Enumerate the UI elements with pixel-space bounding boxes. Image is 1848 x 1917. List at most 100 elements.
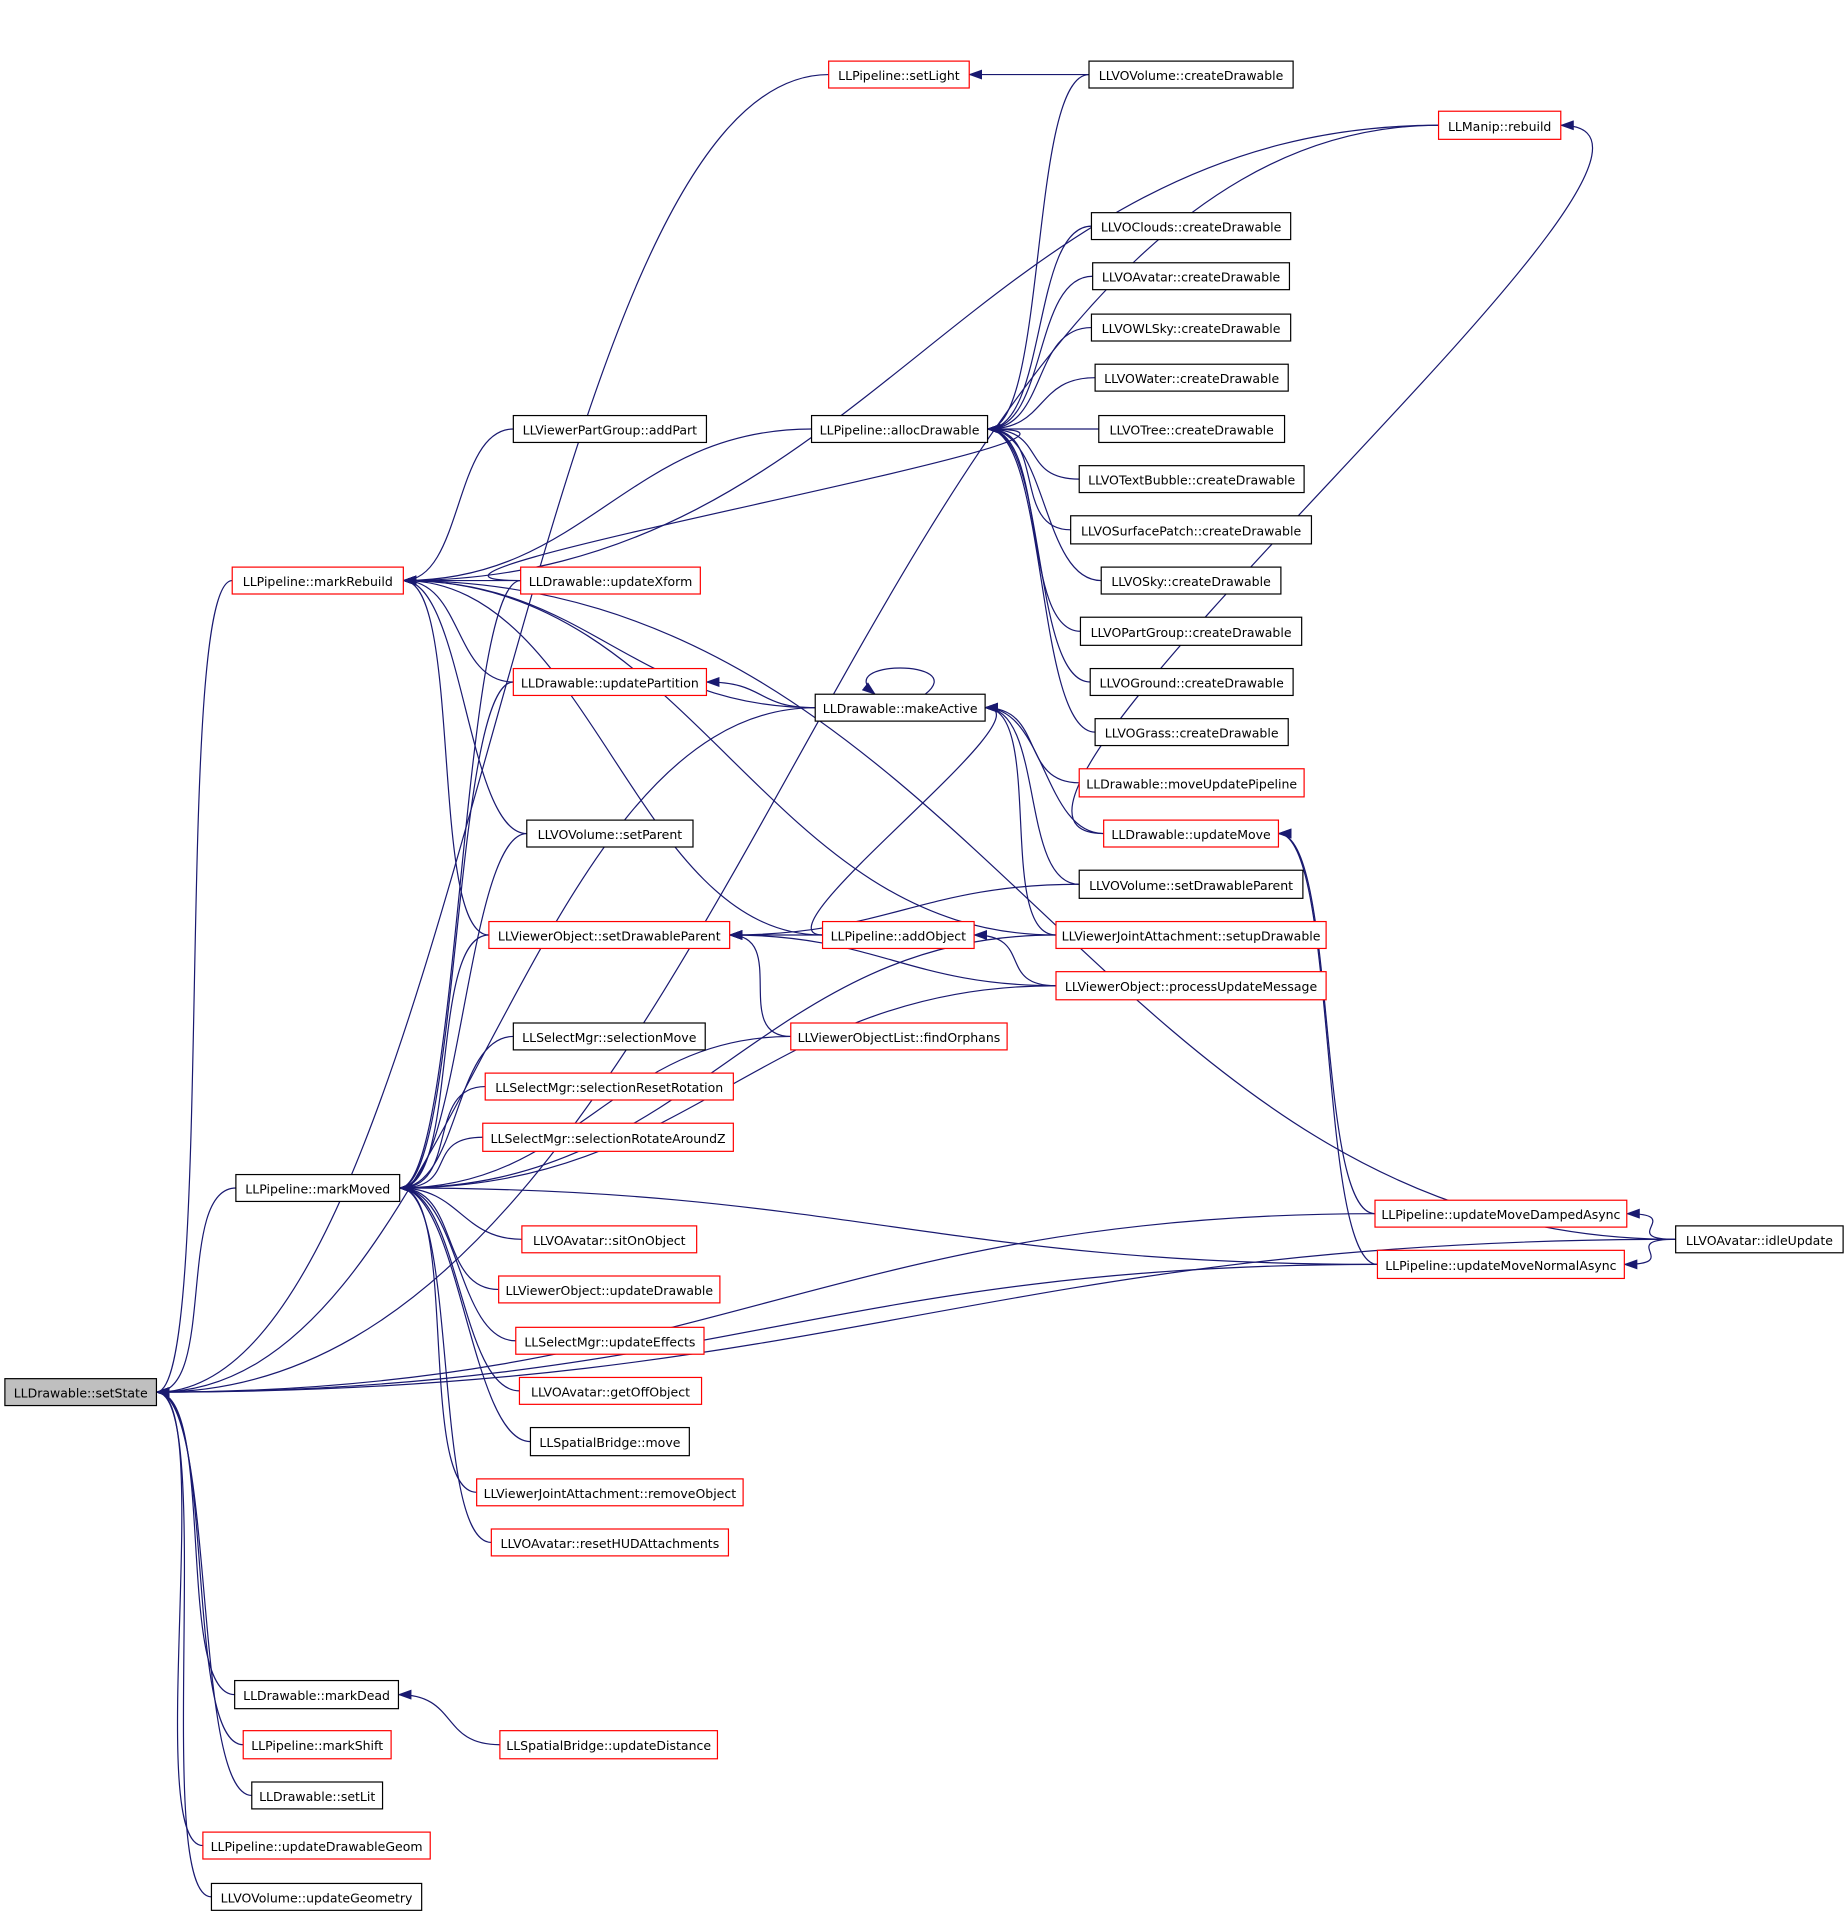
node-partGroupCreate[interactable]: LLVOPartGroup::createDrawable xyxy=(1079,616,1303,646)
node-cloudsCreate[interactable]: LLVOClouds::createDrawable xyxy=(1090,212,1292,241)
node-label: LLPipeline::updateMoveDampedAsync xyxy=(1381,1207,1620,1222)
edge-textBubbleCreate-to-allocDrawable xyxy=(986,424,1080,480)
edge-idleUpdate-to-setState xyxy=(155,1238,1676,1398)
edge-idleUpdate-to-markRebuild xyxy=(402,575,1676,1240)
node-getOffObject[interactable]: LLVOAvatar::getOffObject xyxy=(518,1376,703,1405)
node-allocDrawable[interactable]: LLPipeline::allocDrawable xyxy=(810,414,989,444)
node-label: LLVOTextBubble::createDrawable xyxy=(1088,473,1295,488)
node-label: LLSelectMgr::selectionResetRotation xyxy=(495,1080,723,1095)
node-idleUpdate[interactable]: LLVOAvatar::idleUpdate xyxy=(1675,1225,1844,1254)
node-wlskyCreate[interactable]: LLVOWLSky::createDrawable xyxy=(1090,313,1292,342)
edge-vovSetDrawableParent-to-voSetDrawableParent xyxy=(728,883,1080,940)
node-label: LLPipeline::markShift xyxy=(251,1738,383,1753)
edge-findOrphans-to-markMoved xyxy=(398,1035,791,1193)
edge-allocDrawable-to-markRebuild xyxy=(402,428,812,586)
node-updateDrawableGeom[interactable]: LLPipeline::updateDrawableGeom xyxy=(202,1831,431,1860)
node-findOrphans[interactable]: LLViewerObjectList::findOrphans xyxy=(790,1022,1008,1051)
edge-updateDrawableGeom-to-setState xyxy=(155,1387,203,1847)
edge-updateMove-to-manipRebuild xyxy=(1071,120,1594,835)
edge-manipRebuild-to-markRebuild xyxy=(402,124,1439,586)
node-label: LLVOGrass::createDrawable xyxy=(1105,726,1279,741)
node-manipRebuild[interactable]: LLManip::rebuild xyxy=(1437,110,1562,140)
node-box xyxy=(1094,363,1289,392)
node-label: LLDrawable::setState xyxy=(14,1386,148,1401)
node-grassCreate[interactable]: LLVOGrass::createDrawable xyxy=(1094,718,1289,747)
node-skyCreate[interactable]: LLVOSky::createDrawable xyxy=(1100,566,1282,595)
edge-markRebuild-to-setState xyxy=(155,579,233,1397)
node-updateMove[interactable]: LLDrawable::updateMove xyxy=(1103,819,1280,848)
node-markDead[interactable]: LLDrawable::markDead xyxy=(234,1679,400,1710)
node-vovSetDrawableParent[interactable]: LLVOVolume::setDrawableParent xyxy=(1078,869,1304,899)
node-setLight[interactable]: LLPipeline::setLight xyxy=(828,60,970,89)
node-markRebuild[interactable]: LLPipeline::markRebuild xyxy=(231,566,404,595)
node-moveUpdatePipeline[interactable]: LLDrawable::moveUpdatePipeline xyxy=(1078,768,1305,798)
node-box xyxy=(810,414,989,444)
node-label: LLPipeline::updateMoveNormalAsync xyxy=(1385,1258,1616,1273)
node-label: LLPipeline::updateDrawableGeom xyxy=(211,1839,423,1854)
node-box xyxy=(242,1730,392,1760)
edge-vovSetDrawableParent-to-makeActive xyxy=(984,702,1080,885)
node-setLit[interactable]: LLDrawable::setLit xyxy=(251,1781,384,1810)
node-label: LLSelectMgr::updateEffects xyxy=(524,1334,695,1349)
node-addPart[interactable]: LLViewerPartGroup::addPart xyxy=(512,414,708,444)
node-label: LLSelectMgr::selectionRotateAroundZ xyxy=(491,1131,726,1146)
node-voSetDrawableParent[interactable]: LLViewerObject::setDrawableParent xyxy=(488,920,731,950)
node-avatarCreate[interactable]: LLVOAvatar::createDrawable xyxy=(1092,262,1291,291)
node-makeActive[interactable]: LLDrawable::makeActive xyxy=(814,693,986,722)
edge-updateMove-to-makeActive xyxy=(984,702,1104,835)
node-treeCreate[interactable]: LLVOTree::createDrawable xyxy=(1098,414,1286,444)
edge-processUpdateMessage-to-addObject xyxy=(973,930,1057,987)
node-box xyxy=(1089,667,1294,697)
edge-setupDrawable-to-makeActive xyxy=(984,702,1057,936)
node-label: LLVOVolume::setParent xyxy=(538,827,683,842)
node-resetHUD[interactable]: LLVOAvatar::resetHUDAttachments xyxy=(490,1528,730,1557)
node-groundCreate[interactable]: LLVOGround::createDrawable xyxy=(1089,667,1294,697)
node-selectionResetRotation[interactable]: LLSelectMgr::selectionResetRotation xyxy=(484,1072,734,1101)
node-updateDistance[interactable]: LLSpatialBridge::updateDistance xyxy=(499,1730,719,1760)
node-setupDrawable[interactable]: LLViewerJointAttachment::setupDrawable xyxy=(1055,920,1327,950)
node-processUpdateMessage[interactable]: LLViewerObject::processUpdateMessage xyxy=(1055,971,1327,1001)
node-label: LLVOSurfacePatch::createDrawable xyxy=(1081,523,1301,538)
node-box xyxy=(4,1378,158,1407)
node-sbMove[interactable]: LLSpatialBridge::move xyxy=(529,1426,690,1457)
edge-wlskyCreate-to-allocDrawable xyxy=(986,326,1092,434)
node-selectionRotateAroundZ[interactable]: LLSelectMgr::selectionRotateAroundZ xyxy=(482,1122,734,1152)
node-vovCreate[interactable]: LLVOVolume::createDrawable xyxy=(1088,60,1294,89)
node-surfacePatchCreate[interactable]: LLVOSurfacePatch::createDrawable xyxy=(1070,515,1313,545)
node-updateXform[interactable]: LLDrawable::updateXform xyxy=(520,566,701,595)
node-textBubbleCreate[interactable]: LLVOTextBubble::createDrawable xyxy=(1078,465,1305,494)
node-selectionMove[interactable]: LLSelectMgr::selectionMove xyxy=(512,1022,706,1051)
node-markMoved[interactable]: LLPipeline::markMoved xyxy=(235,1173,401,1203)
node-label: LLVOVolume::createDrawable xyxy=(1099,68,1284,83)
node-label: LLDrawable::updateXform xyxy=(529,574,693,589)
edge-updateEffects-to-markMoved xyxy=(398,1183,516,1342)
node-markShift[interactable]: LLPipeline::markShift xyxy=(242,1730,392,1760)
node-label: LLViewerJointAttachment::removeObject xyxy=(484,1486,737,1501)
node-updateGeometry[interactable]: LLVOVolume::updateGeometry xyxy=(210,1882,423,1911)
node-updateMoveNormalAsync[interactable]: LLPipeline::updateMoveNormalAsync xyxy=(1376,1249,1625,1280)
node-updatePartition[interactable]: LLDrawable::updatePartition xyxy=(512,667,708,697)
node-label: LLPipeline::setLight xyxy=(838,68,960,83)
node-label: LLPipeline::markRebuild xyxy=(243,574,393,589)
node-box xyxy=(210,1882,423,1911)
node-setState[interactable]: LLDrawable::setState xyxy=(4,1378,158,1407)
node-waterCreate[interactable]: LLVOWater::createDrawable xyxy=(1094,363,1289,392)
node-sitOnObject[interactable]: LLVOAvatar::sitOnObject xyxy=(521,1225,698,1254)
node-vovSetParent[interactable]: LLVOVolume::setParent xyxy=(526,819,694,848)
node-box xyxy=(526,819,694,848)
edge-makeActive-to-makeActive xyxy=(861,667,935,695)
node-box xyxy=(498,1275,721,1304)
edge-setLight-to-setState xyxy=(155,73,829,1398)
node-box xyxy=(251,1781,384,1810)
edge-updatePartition-to-markMoved xyxy=(398,681,514,1193)
node-addObject[interactable]: LLPipeline::addObject xyxy=(821,920,975,950)
edge-vovSetParent-to-markMoved xyxy=(398,832,527,1193)
edge-updateXform-to-allocDrawable xyxy=(487,424,1021,582)
node-label: LLVOVolume::setDrawableParent xyxy=(1089,878,1293,893)
node-removeObject[interactable]: LLViewerJointAttachment::removeObject xyxy=(476,1478,744,1507)
node-box xyxy=(484,1072,734,1101)
node-updateMoveDampedAsync[interactable]: LLPipeline::updateMoveDampedAsync xyxy=(1374,1199,1628,1228)
node-updateEffects[interactable]: LLSelectMgr::updateEffects xyxy=(515,1326,705,1355)
edge-updateMoveNormalAsync-to-setState xyxy=(155,1263,1378,1398)
node-voUpdateDrawable[interactable]: LLViewerObject::updateDrawable xyxy=(498,1275,721,1304)
